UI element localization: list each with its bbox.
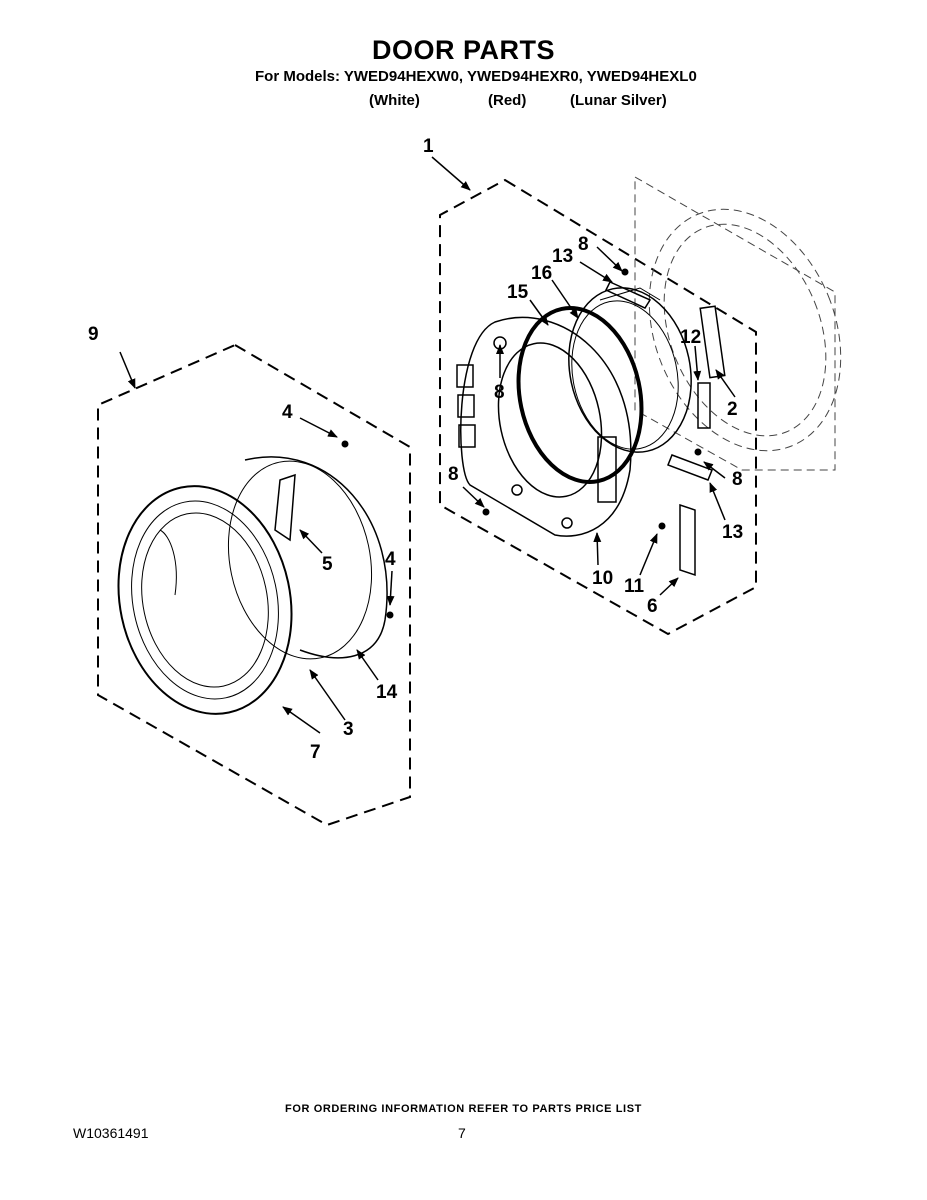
callout-7: 7 <box>310 742 321 763</box>
callout-8-right: 8 <box>732 469 743 490</box>
door-inner-assembly <box>568 287 692 453</box>
callout-14: 14 <box>376 682 398 703</box>
callout-5: 5 <box>322 554 333 575</box>
leader-lines <box>119 156 736 734</box>
callout-8-top: 8 <box>578 234 589 255</box>
models-line: For Models: YWED94HEXW0, YWED94HEXR0, YW… <box>255 68 697 85</box>
callout-4-top: 4 <box>282 402 293 423</box>
inner-door-frame <box>456 316 632 537</box>
screws <box>341 268 702 619</box>
group-9-outline <box>97 343 411 827</box>
callout-4-right: 4 <box>385 549 396 570</box>
outer-door-ring <box>117 485 293 715</box>
inner-door-ring <box>227 456 388 660</box>
callout-13-bottom: 13 <box>722 522 743 543</box>
callout-11: 11 <box>624 576 645 597</box>
callout-15: 15 <box>507 282 529 303</box>
callout-13-top: 13 <box>552 246 573 267</box>
cabinet-front-phantom <box>634 176 842 471</box>
variant-lunar-silver: (Lunar Silver) <box>570 92 667 109</box>
callout-10: 10 <box>592 568 613 589</box>
callout-1: 1 <box>423 136 434 157</box>
callout-2: 2 <box>727 399 738 420</box>
callout-16: 16 <box>531 263 552 284</box>
variant-white: (White) <box>369 92 420 109</box>
callout-8-left: 8 <box>448 464 459 485</box>
callout-9: 9 <box>88 324 99 345</box>
page-number: 7 <box>458 1125 466 1141</box>
callout-3: 3 <box>343 719 354 740</box>
page-title: DOOR PARTS <box>371 35 555 65</box>
callout-8-center: 8 <box>494 382 505 403</box>
ordering-note: FOR ORDERING INFORMATION REFER TO PARTS … <box>285 1103 642 1115</box>
hinge-parts <box>604 281 726 429</box>
variant-red: (Red) <box>488 92 527 109</box>
document-number: W10361491 <box>73 1125 149 1141</box>
strike-parts <box>667 454 713 577</box>
group-1-outline <box>439 178 757 636</box>
callout-6: 6 <box>647 596 658 617</box>
callout-12: 12 <box>680 327 701 348</box>
